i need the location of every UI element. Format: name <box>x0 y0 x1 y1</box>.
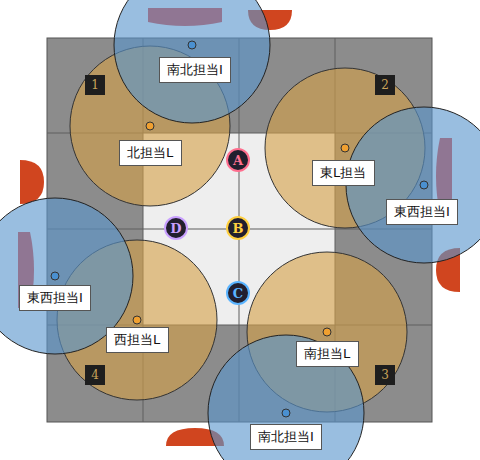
label-box: 南北担当I <box>250 424 322 450</box>
node-text: 南北担当I <box>167 61 223 79</box>
waymark: A <box>226 148 250 172</box>
node-text: C <box>233 286 243 301</box>
label-box: 南担当L <box>296 341 359 367</box>
node-text: A <box>233 153 243 168</box>
red-marker <box>20 160 44 204</box>
node-text: B <box>233 221 244 236</box>
node-text: 東L担当 <box>320 164 366 182</box>
node-text: 3 <box>381 368 389 382</box>
callout-number: 3 <box>375 365 395 385</box>
label-box: 東西担当I <box>19 285 91 311</box>
callout-number: 2 <box>375 75 395 95</box>
label-box: 北担当L <box>119 140 182 166</box>
node-text: 4 <box>91 368 99 382</box>
node-text: D <box>170 221 181 236</box>
waymark: D <box>164 216 188 240</box>
callout-number: 1 <box>85 75 105 95</box>
player-dot <box>51 41 428 417</box>
label-box: 東西担当I <box>386 199 458 225</box>
node-text: 1 <box>91 78 99 92</box>
boss-marker <box>18 8 452 308</box>
node-text: 東西担当I <box>394 203 450 221</box>
node-text: 南担当L <box>304 345 350 363</box>
waymark: B <box>226 216 250 240</box>
label-box: 南北担当I <box>159 57 231 83</box>
callout-number: 4 <box>85 365 105 385</box>
node-text: 北担当L <box>127 144 173 162</box>
node-text: 南北担当I <box>258 428 314 446</box>
waymark: C <box>226 281 250 305</box>
label-box: 西担当L <box>106 327 169 353</box>
label-box: 東L担当 <box>312 160 375 186</box>
node-text: 東西担当I <box>27 289 83 307</box>
node-text: 2 <box>381 78 389 92</box>
node-text: 西担当L <box>114 331 160 349</box>
